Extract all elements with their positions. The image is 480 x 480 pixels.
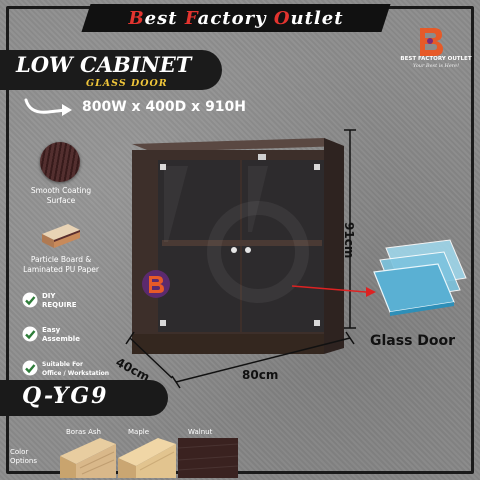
hinge [314, 164, 320, 170]
curved-arrow-icon [24, 98, 72, 116]
banner-word-outlet: utlet [290, 8, 344, 29]
check-suitable-for: Suitable For Office / Workstation [42, 360, 109, 378]
color-name-walnut: Walnut [188, 428, 213, 436]
product-subtitle: GLASS DOOR [86, 78, 168, 89]
dimensions-text: 800W x 400D x 910H [82, 99, 247, 115]
glass-sample-icon [373, 239, 467, 316]
banner-word-best: est [144, 8, 178, 29]
hinge [160, 164, 166, 170]
check-diy-line1: DIY [42, 292, 56, 300]
model-code: Q-YG9 [22, 383, 109, 409]
wood-finish-swatch [40, 142, 80, 182]
color-options-line2: Options [10, 457, 38, 465]
swatch-maple[interactable] [118, 438, 176, 478]
color-options-label: Color Options [10, 448, 37, 466]
check-diy-line2: REQUIRE [42, 301, 77, 309]
hinge [160, 320, 166, 326]
lock-icon [258, 154, 266, 160]
feature-particle-board: Particle Board & Laminated PU Paper [23, 255, 99, 274]
hinge [314, 320, 320, 326]
swatch-boras-ash[interactable] [60, 438, 116, 478]
cabinet-shelf [162, 240, 322, 246]
check-suitable-line2: Office / Workstation [42, 370, 110, 377]
height-label: 91cm [342, 222, 356, 259]
check-suitable-line1: Suitable For [42, 361, 84, 368]
cabinet-side [324, 138, 344, 354]
banner-initial-o: O [273, 8, 291, 29]
banner-initial-b: B [128, 8, 145, 29]
door-knob [231, 247, 237, 253]
banner-initial-f: F [184, 8, 198, 29]
check-easy-line1: Easy [42, 326, 61, 334]
color-options-line1: Color [10, 448, 29, 456]
check-diy: DIY REQUIRE [42, 292, 77, 310]
check-easy-line2: Assemble [42, 335, 80, 343]
width-label: 80cm [242, 368, 279, 382]
glass-door-label: Glass Door [370, 333, 456, 349]
feature-smooth-coating: Smooth Coating Surface [30, 186, 92, 205]
brand-logo-icon [420, 28, 443, 56]
low-cabinet-illustration [132, 138, 344, 354]
product-title: LOW CABINET [16, 52, 192, 77]
check-badge-icon [22, 326, 38, 342]
particle-board-icon [42, 224, 80, 248]
cabinet-plinth [132, 334, 324, 354]
title-box [0, 50, 222, 90]
cabinet-top [132, 138, 344, 152]
swatch-walnut[interactable] [178, 438, 238, 478]
color-name-boras-ash: Boras Ash [66, 428, 101, 436]
model-box [0, 380, 168, 416]
check-easy-assemble: Easy Assemble [42, 326, 80, 344]
check-badge-icon [22, 292, 38, 308]
brand-name: BEST FACTORY OUTLET [400, 56, 472, 62]
color-name-maple: Maple [128, 428, 150, 436]
check-badge-icon [22, 360, 38, 376]
brand-slogan: Your Best is Here! [412, 63, 460, 69]
banner-word-factory: actory [197, 8, 267, 29]
door-knob [245, 247, 251, 253]
dimension-lines [125, 129, 376, 389]
store-name-banner: Best Factory Outlet [86, 6, 386, 32]
